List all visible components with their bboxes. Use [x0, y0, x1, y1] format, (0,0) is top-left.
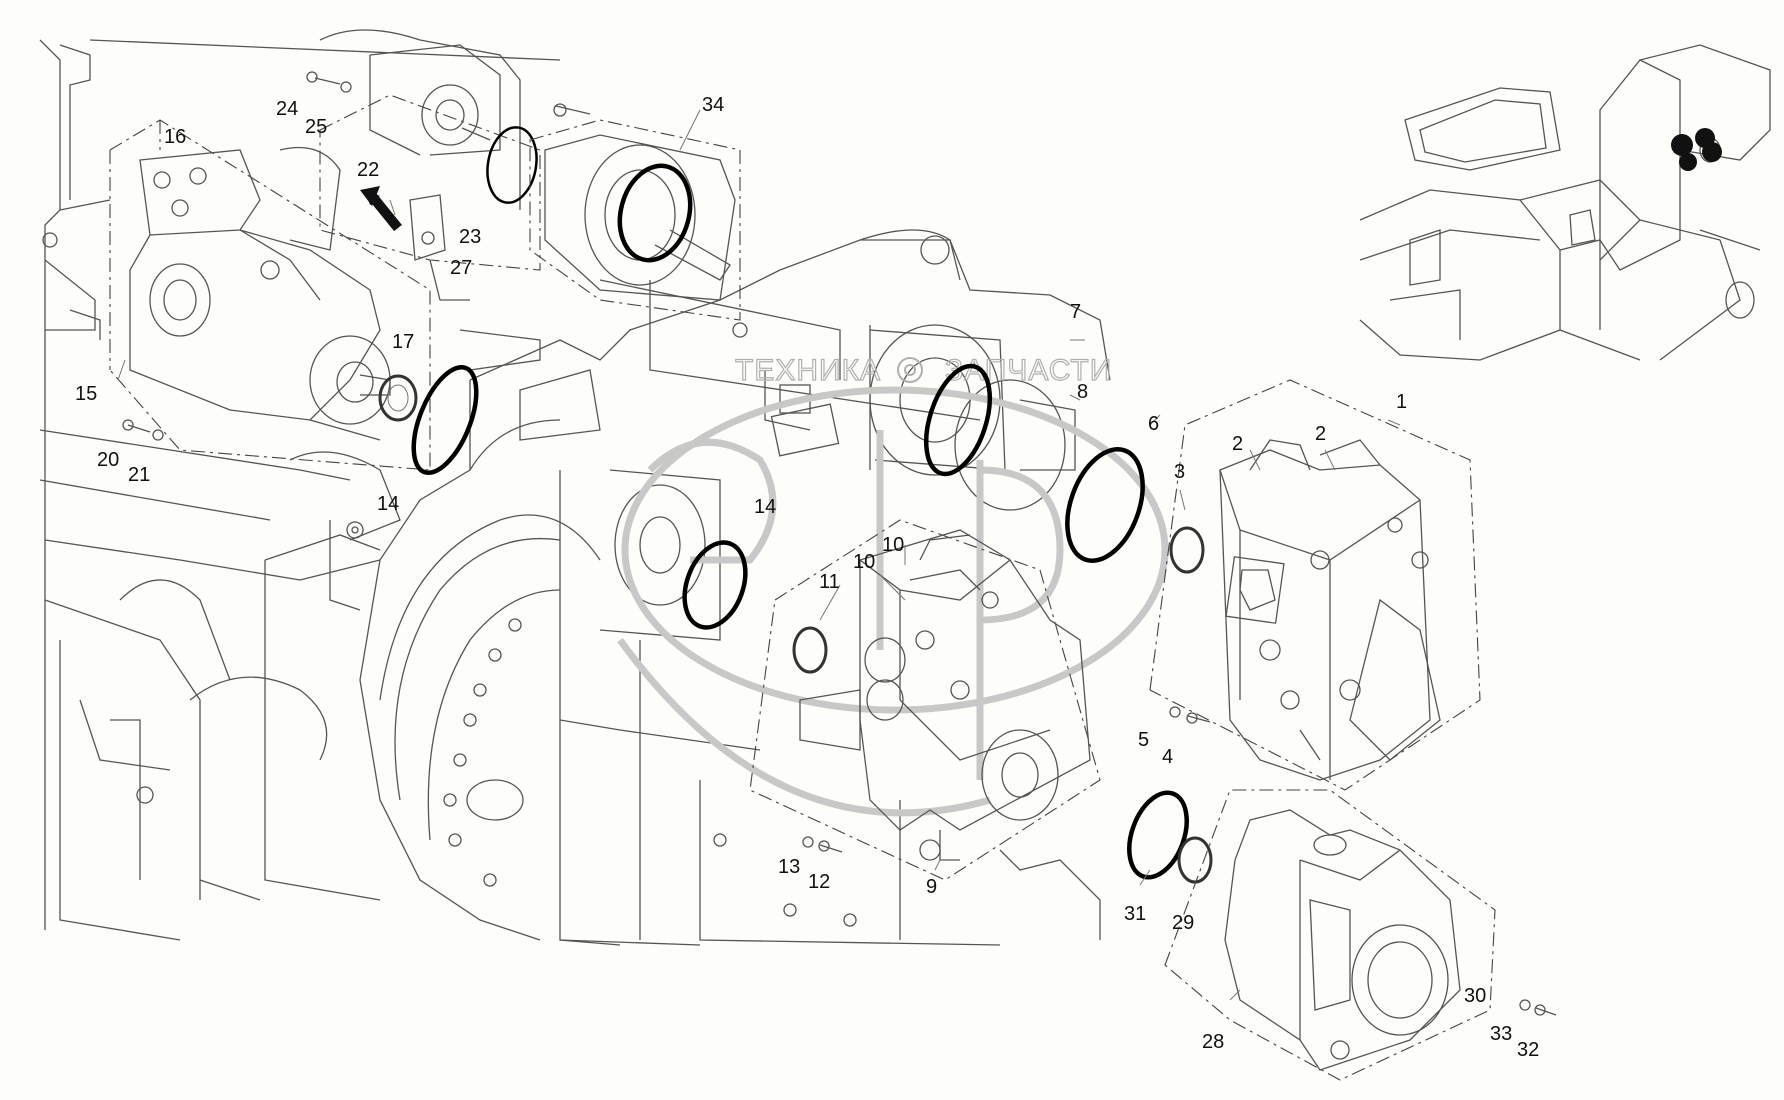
- callout-29: 29: [1172, 912, 1194, 934]
- upper-left-pump-group: [109, 119, 431, 471]
- callout-22: 22: [357, 159, 379, 181]
- callout-14-center: 14: [754, 496, 776, 518]
- o-ring-14-center: [682, 540, 748, 630]
- callout-34: 34: [702, 94, 724, 116]
- inset-machine-overview: [1355, 40, 1780, 365]
- callout-17: 17: [392, 331, 414, 353]
- callout-24: 24: [276, 98, 298, 120]
- callout-13: 13: [778, 856, 800, 878]
- o-ring-14-left: [411, 364, 479, 476]
- callout-28: 28: [1202, 1031, 1224, 1053]
- callout-25: 25: [305, 116, 327, 138]
- callout-8: 8: [1077, 381, 1088, 403]
- callout-21: 21: [128, 464, 150, 486]
- callout-23: 23: [459, 226, 481, 248]
- callout-2-left: 2: [1232, 433, 1243, 455]
- callout-5: 5: [1138, 729, 1149, 751]
- callout-10-left: 10: [853, 551, 875, 573]
- callout-16: 16: [164, 126, 186, 148]
- o-ring-31: [1127, 790, 1189, 880]
- callout-4: 4: [1162, 746, 1173, 768]
- callout-1: 1: [1396, 391, 1407, 413]
- callout-7: 7: [1070, 301, 1081, 323]
- callout-32: 32: [1517, 1039, 1539, 1061]
- callout-10-right: 10: [882, 534, 904, 556]
- callout-33: 33: [1490, 1023, 1512, 1045]
- callout-6: 6: [1148, 413, 1159, 435]
- seal-29: [1177, 836, 1213, 884]
- o-rings: [411, 363, 1213, 884]
- o-ring-8: [923, 363, 993, 477]
- watermark-text-right: ЗАПЧАСТИ: [945, 354, 1112, 387]
- watermark-logo: ТЕХНИКА ЗАПЧАСТИ: [617, 353, 1169, 817]
- callout-3: 3: [1174, 461, 1185, 483]
- o-ring-6: [1065, 447, 1145, 563]
- lower-right-pump-28: [1164, 789, 1557, 1081]
- adapter-flange-group: [529, 103, 741, 321]
- callout-labels: 1 2 2 3 4 5 6 7 8 9 10 10 11 12 13 14 14…: [75, 94, 1539, 1061]
- callout-27: 27: [450, 257, 472, 279]
- upper-center-pump-group: [306, 44, 541, 271]
- callout-2-right: 2: [1315, 423, 1326, 445]
- right-pump-1: [1149, 379, 1481, 791]
- callout-15: 15: [75, 383, 97, 405]
- callout-31: 31: [1124, 903, 1146, 925]
- callout-30: 30: [1464, 985, 1486, 1007]
- callout-9: 9: [926, 876, 937, 898]
- callout-20: 20: [97, 449, 119, 471]
- leader-lines: [117, 109, 1401, 1001]
- background-machine-outline: [39, 29, 1111, 946]
- callout-14-left: 14: [377, 493, 399, 515]
- main-pump-9: [749, 519, 1101, 881]
- seal-3: [1169, 526, 1205, 574]
- callout-11: 11: [819, 571, 840, 593]
- callout-12: 12: [808, 871, 830, 893]
- seal-11: [792, 626, 828, 674]
- watermark-text-left: ТЕХНИКА: [735, 354, 881, 387]
